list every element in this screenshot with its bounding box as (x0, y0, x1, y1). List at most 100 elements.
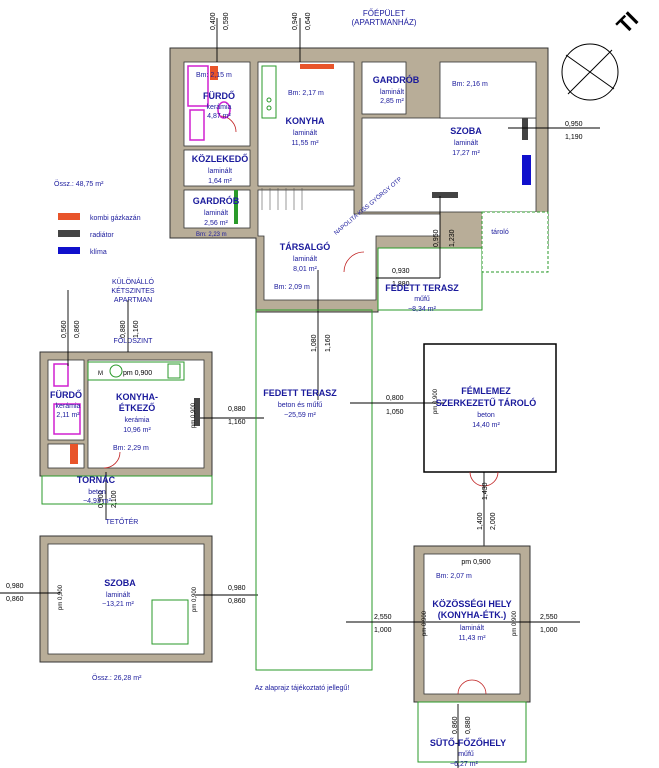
community-name1: KÖZÖSSÉGI HELY (432, 599, 511, 609)
dim-storage-v2: 2,000 (490, 512, 497, 530)
dim-main-h1: 0,930 (392, 268, 410, 275)
apt-konyha-floor: kerámia (125, 417, 150, 424)
dim-main-v1: 0,950 (433, 229, 440, 247)
apartment-upper-label: TETŐTÉR (106, 517, 139, 526)
dim-main-h2: 1,880 (392, 281, 410, 288)
dim-main-w1: 0,950 (565, 121, 583, 128)
room-gardrob2-floor: laminált (204, 210, 228, 217)
dim-main-d4: 0,640 (305, 12, 312, 30)
hall-radiator (234, 190, 238, 224)
dim-main-v2: 1,230 (449, 229, 456, 247)
apartment-heading-2: KÉTSZINTES (111, 286, 155, 295)
dim-apt-b1: 0,880 (228, 406, 246, 413)
dim-apt-a4: 1,160 (133, 320, 140, 338)
terasz-big-name: FEDETT TERASZ (263, 388, 337, 398)
dim-main-w2: 1,190 (565, 134, 583, 141)
community-floor: laminált (460, 625, 484, 632)
dim-apt-a2: 0,860 (74, 320, 81, 338)
apartment-total: Össz.: 26,28 m² (92, 674, 142, 682)
room-konyha-name: KONYHA (285, 116, 325, 126)
legend: kombi gázkazán radiátor klíma (58, 213, 141, 256)
dim-main-d1: 0,400 (210, 12, 217, 30)
community-height: Bm: 2,07 m (436, 573, 472, 580)
room-konyha-floor: laminált (293, 130, 317, 137)
apartment-floor-label: FÖLDSZINT (114, 337, 154, 345)
apt-szoba-floor: laminált (106, 592, 130, 599)
apt-szoba-name: SZOBA (104, 578, 136, 588)
bath-door (219, 115, 237, 133)
dim-storage-d2: 1,050 (386, 409, 404, 416)
room-szoba-name: SZOBA (450, 126, 482, 136)
community-building (413, 545, 531, 763)
dim-storage-v3: 1,430 (482, 482, 489, 500)
room-gardrob1-floor: laminált (380, 89, 404, 96)
apt-konyha-height: Bm: 2,29 m (113, 445, 149, 452)
storage-name1: FÉMLEMEZ (461, 386, 511, 396)
room-kozlekedo-area: 1,64 m² (208, 178, 232, 185)
legend-item-radiator: radiátor (90, 232, 114, 239)
main-building-heading: FŐÉPÜLET (363, 9, 405, 18)
apt-tornac-area: ~4,93 m² (83, 498, 111, 505)
dim-apt-b2: 1,160 (228, 419, 246, 426)
dim-apt-pm-3: pm 0,900 (58, 584, 64, 610)
storage-floor: beton (477, 412, 495, 419)
cooker-area: ~6,27 m² (450, 761, 478, 768)
dim-main-d2: 0,590 (223, 12, 230, 30)
top-right-mark: TI (612, 7, 644, 39)
dim-apt-pm-4: pm 0,900 (192, 586, 198, 612)
terasz-big-area: ~25,59 m² (284, 412, 316, 419)
dim-community-pm: pm 0,900 (461, 559, 490, 566)
main-building-subheading: (APARTMANHÁZ) (351, 18, 416, 27)
kitchen-counter (261, 64, 334, 119)
room-konyha-height: Bm: 2,17 m (288, 90, 324, 97)
room-szoba-floor: laminált (454, 140, 478, 147)
main-radiator-2 (432, 192, 458, 198)
apartment-heading-1: KÜLÖNÁLLÓ (112, 277, 155, 286)
big-terrace-area (255, 309, 373, 671)
dim-apt-e1: 0,980 (6, 583, 24, 590)
room-tarsalgo-height: Bm: 2,09 m (274, 284, 310, 291)
room-szoba-area: 17,27 m² (452, 150, 480, 157)
dim-cooker-d2: 0,880 (465, 716, 472, 734)
storage-name2: SZERKEZETŰ TÁROLÓ (436, 397, 537, 408)
apt-tornac-floor: beton (88, 489, 106, 496)
dim-community-l2: 1,000 (374, 627, 392, 634)
terrace-door (343, 251, 365, 273)
apt-szoba-area: ~13,21 m² (102, 601, 134, 608)
room-gardrob1-name: GARDRÓB (373, 74, 420, 85)
dim-terasz-d1: 1,080 (311, 334, 318, 352)
disclaimer: Az alaprajz tájékoztató jellegű! (255, 685, 350, 692)
legend-item-klima: klíma (90, 249, 107, 256)
room-terasz-floor: műfű (414, 296, 430, 303)
main-terrace-area (377, 247, 483, 311)
room-gardrob2-area: 2,56 m² (204, 220, 228, 227)
main-building (169, 47, 549, 313)
dim-storage-pm: pm 0,900 (433, 388, 439, 414)
main-radiator (522, 118, 528, 140)
room-tarsalgo-name: TÁRSALGÓ (280, 241, 331, 252)
metal-storage (423, 343, 557, 487)
room-terasz-area: ~8,34 m² (408, 306, 436, 313)
dim-terasz-d2: 1,160 (325, 334, 332, 352)
apt-furdo-name: FÜRDŐ (50, 389, 82, 400)
room-furdo-area: 4,87 m² (207, 113, 231, 120)
room-furdo-height: Bm: 2,15 m (196, 72, 232, 79)
apartment-upper (39, 535, 213, 663)
room-furdo-name: FÜRDŐ (203, 90, 235, 101)
dim-cooker-d1: 0,860 (452, 716, 459, 734)
storage-area: 14,40 m² (472, 422, 500, 429)
dim-main-d3: 0,940 (292, 12, 299, 30)
apartment-heading-3: APARTMAN (114, 297, 152, 304)
dim-apt-f1: 0,980 (228, 585, 246, 592)
community-area: 11,43 m² (458, 635, 486, 642)
dim-apt-c2: 2,100 (111, 490, 118, 508)
room-gardrob2-name: GARDRÓB (193, 195, 240, 206)
dim-apt-a3: 0,880 (120, 320, 127, 338)
cooker-name: SÜTŐ-FŐZŐHELY (430, 737, 506, 748)
dim-apt-f2: 0,860 (228, 598, 246, 605)
apt-konyha-name: KONYHA- (116, 392, 158, 402)
main-total: Össz.: 48,75 m² (54, 180, 104, 188)
dim-community-pm-3: pm 0,900 (512, 610, 518, 636)
room-kozlekedo-floor: laminált (208, 168, 232, 175)
